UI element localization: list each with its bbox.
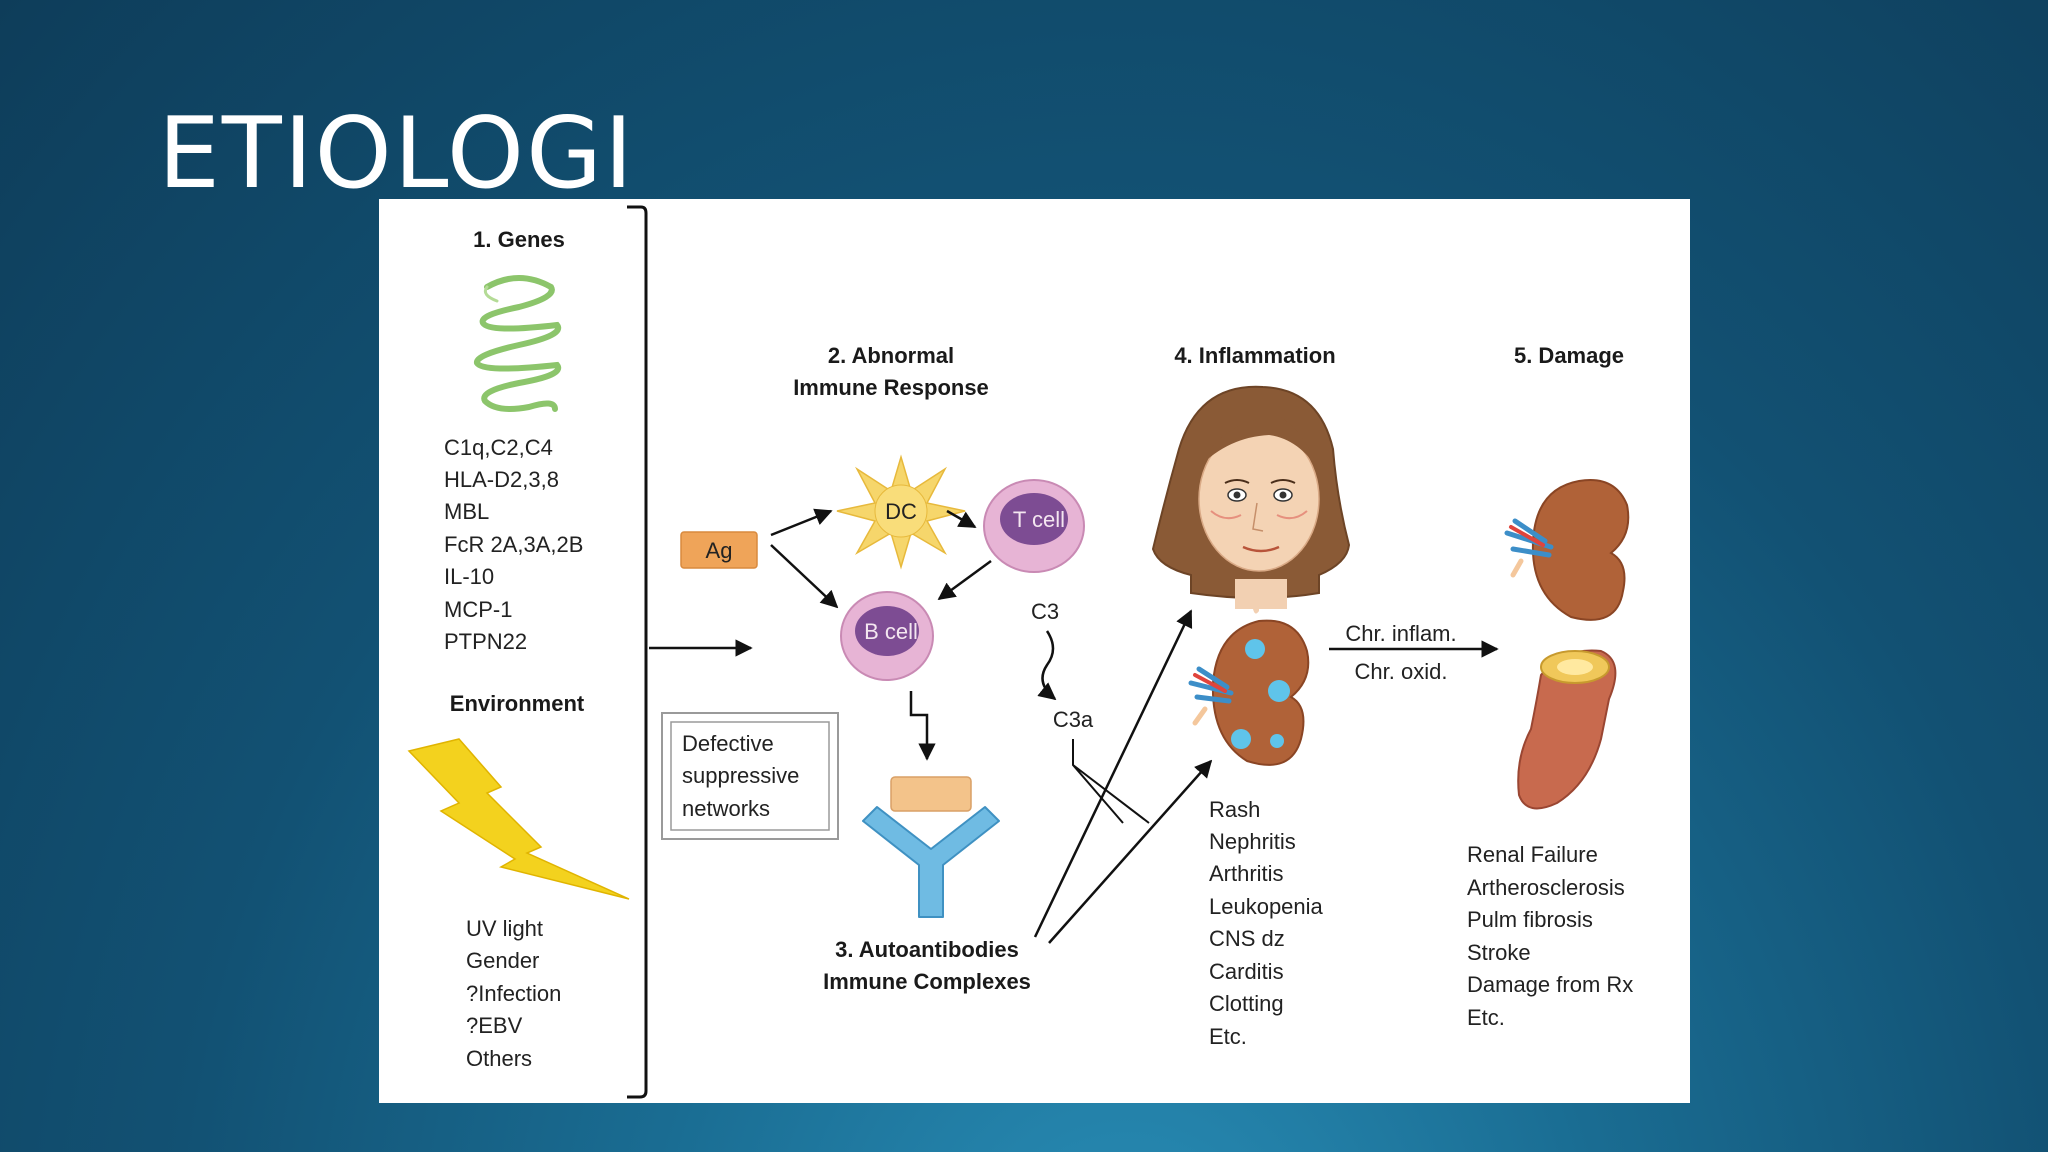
- inflammation-list: Rash Nephritis Arthritis Leukopenia CNS …: [1209, 797, 1324, 1049]
- c3a-label: C3a: [1053, 707, 1094, 732]
- artery-icon: [1517, 649, 1617, 810]
- b-cell-label: B cell: [864, 619, 918, 644]
- genes-item-2: HLA-D2,3,8: [444, 467, 559, 492]
- sle-etiology-figure: 1. Genes C1q,C2,C4 HLA-D2,3,8 MBL FcR 2A…: [379, 199, 1690, 1103]
- environment-item-3: ?Infection: [466, 981, 561, 1006]
- environment-heading: Environment: [450, 691, 585, 716]
- dna-icon: [474, 275, 562, 412]
- tcell-to-bcell-arrow: [937, 559, 992, 601]
- environment-item-5: Others: [466, 1046, 532, 1071]
- transition-line1: Chr. inflam.: [1345, 621, 1456, 646]
- damage-heading: 5. Damage: [1514, 343, 1624, 368]
- t-cell-label: T cell: [1013, 507, 1065, 532]
- defective-line-2: suppressive: [682, 763, 799, 788]
- inflammation-item-4: Leukopenia: [1209, 894, 1324, 919]
- inflammation-item-8: Etc.: [1209, 1024, 1247, 1049]
- autoantibodies-line2: Immune Complexes: [823, 969, 1031, 994]
- column1-bracket: [627, 205, 648, 1099]
- damage-item-6: Etc.: [1467, 1005, 1505, 1030]
- defective-networks-text: Defective suppressive networks: [682, 731, 799, 821]
- autoantibodies-line1: 3. Autoantibodies: [835, 937, 1019, 962]
- damage-item-3: Pulm fibrosis: [1467, 907, 1593, 932]
- defective-line-3: networks: [682, 796, 770, 821]
- inflammation-heading: 4. Inflammation: [1174, 343, 1335, 368]
- defective-networks-box-inner: [670, 721, 830, 831]
- c3a-link-lines: [1072, 739, 1150, 824]
- b-cell-icon: [840, 591, 934, 681]
- lightning-icon: [407, 738, 630, 900]
- dc-to-tcell-arrow: [946, 509, 977, 529]
- damage-item-1: Renal Failure: [1467, 842, 1598, 867]
- genes-item-1: C1q,C2,C4: [444, 435, 553, 460]
- dendritic-cell-icon: [836, 454, 966, 570]
- dendritic-cell-label: DC: [885, 499, 917, 524]
- genes-item-6: MCP-1: [444, 597, 512, 622]
- environment-list: UV light Gender ?Infection ?EBV Others: [466, 916, 561, 1071]
- slide-title: ETIOLOGI: [158, 97, 635, 211]
- genes-item-4: FcR 2A,3A,2B: [444, 532, 583, 557]
- defective-networks-box-outer: [661, 712, 839, 840]
- immune-response-heading-line1: 2. Abnormal: [828, 343, 954, 368]
- bcell-to-antibody-arrow: [909, 691, 936, 761]
- patient-face-icon: [1151, 385, 1351, 614]
- environment-item-4: ?EBV: [466, 1013, 523, 1038]
- immune-response-heading-line2: Immune Response: [793, 375, 989, 400]
- inflammation-item-1: Rash: [1209, 797, 1260, 822]
- antibody-icon: [862, 776, 1000, 918]
- damage-item-2: Artherosclerosis: [1467, 875, 1625, 900]
- inflammation-item-7: Clotting: [1209, 991, 1284, 1016]
- damage-item-4: Stroke: [1467, 940, 1531, 965]
- damaged-kidney-icon: [1504, 479, 1630, 621]
- complexes-to-face-arrow: [1033, 609, 1193, 938]
- ag-to-bcell-arrow: [770, 544, 839, 609]
- inflammation-item-5: CNS dz: [1209, 926, 1285, 951]
- ag-to-dc-arrow: [770, 508, 833, 537]
- genes-heading: 1. Genes: [473, 227, 565, 252]
- defective-line-1: Defective: [682, 731, 774, 756]
- inflammation-item-6: Carditis: [1209, 959, 1284, 984]
- inflammation-item-3: Arthritis: [1209, 861, 1284, 886]
- t-cell-icon: [983, 479, 1085, 573]
- complexes-to-kidney-arrow: [1048, 759, 1213, 944]
- antigen-label: Ag: [706, 538, 733, 563]
- environment-item-2: Gender: [466, 948, 539, 973]
- genes-item-3: MBL: [444, 499, 489, 524]
- inflammation-item-2: Nephritis: [1209, 829, 1296, 854]
- inflamed-kidney-icon: [1188, 619, 1310, 766]
- damage-list: Renal Failure Artherosclerosis Pulm fibr…: [1467, 842, 1633, 1030]
- c3-label: C3: [1031, 599, 1059, 624]
- genes-item-7: PTPN22: [444, 629, 527, 654]
- transition-line2: Chr. oxid.: [1355, 659, 1448, 684]
- genes-list: C1q,C2,C4 HLA-D2,3,8 MBL FcR 2A,3A,2B IL…: [444, 435, 583, 654]
- antigen-box: [680, 531, 758, 569]
- environment-item-1: UV light: [466, 916, 543, 941]
- c3-to-c3a-arrow: [1037, 630, 1057, 701]
- damage-item-5: Damage from Rx: [1467, 972, 1633, 997]
- genes-item-5: IL-10: [444, 564, 494, 589]
